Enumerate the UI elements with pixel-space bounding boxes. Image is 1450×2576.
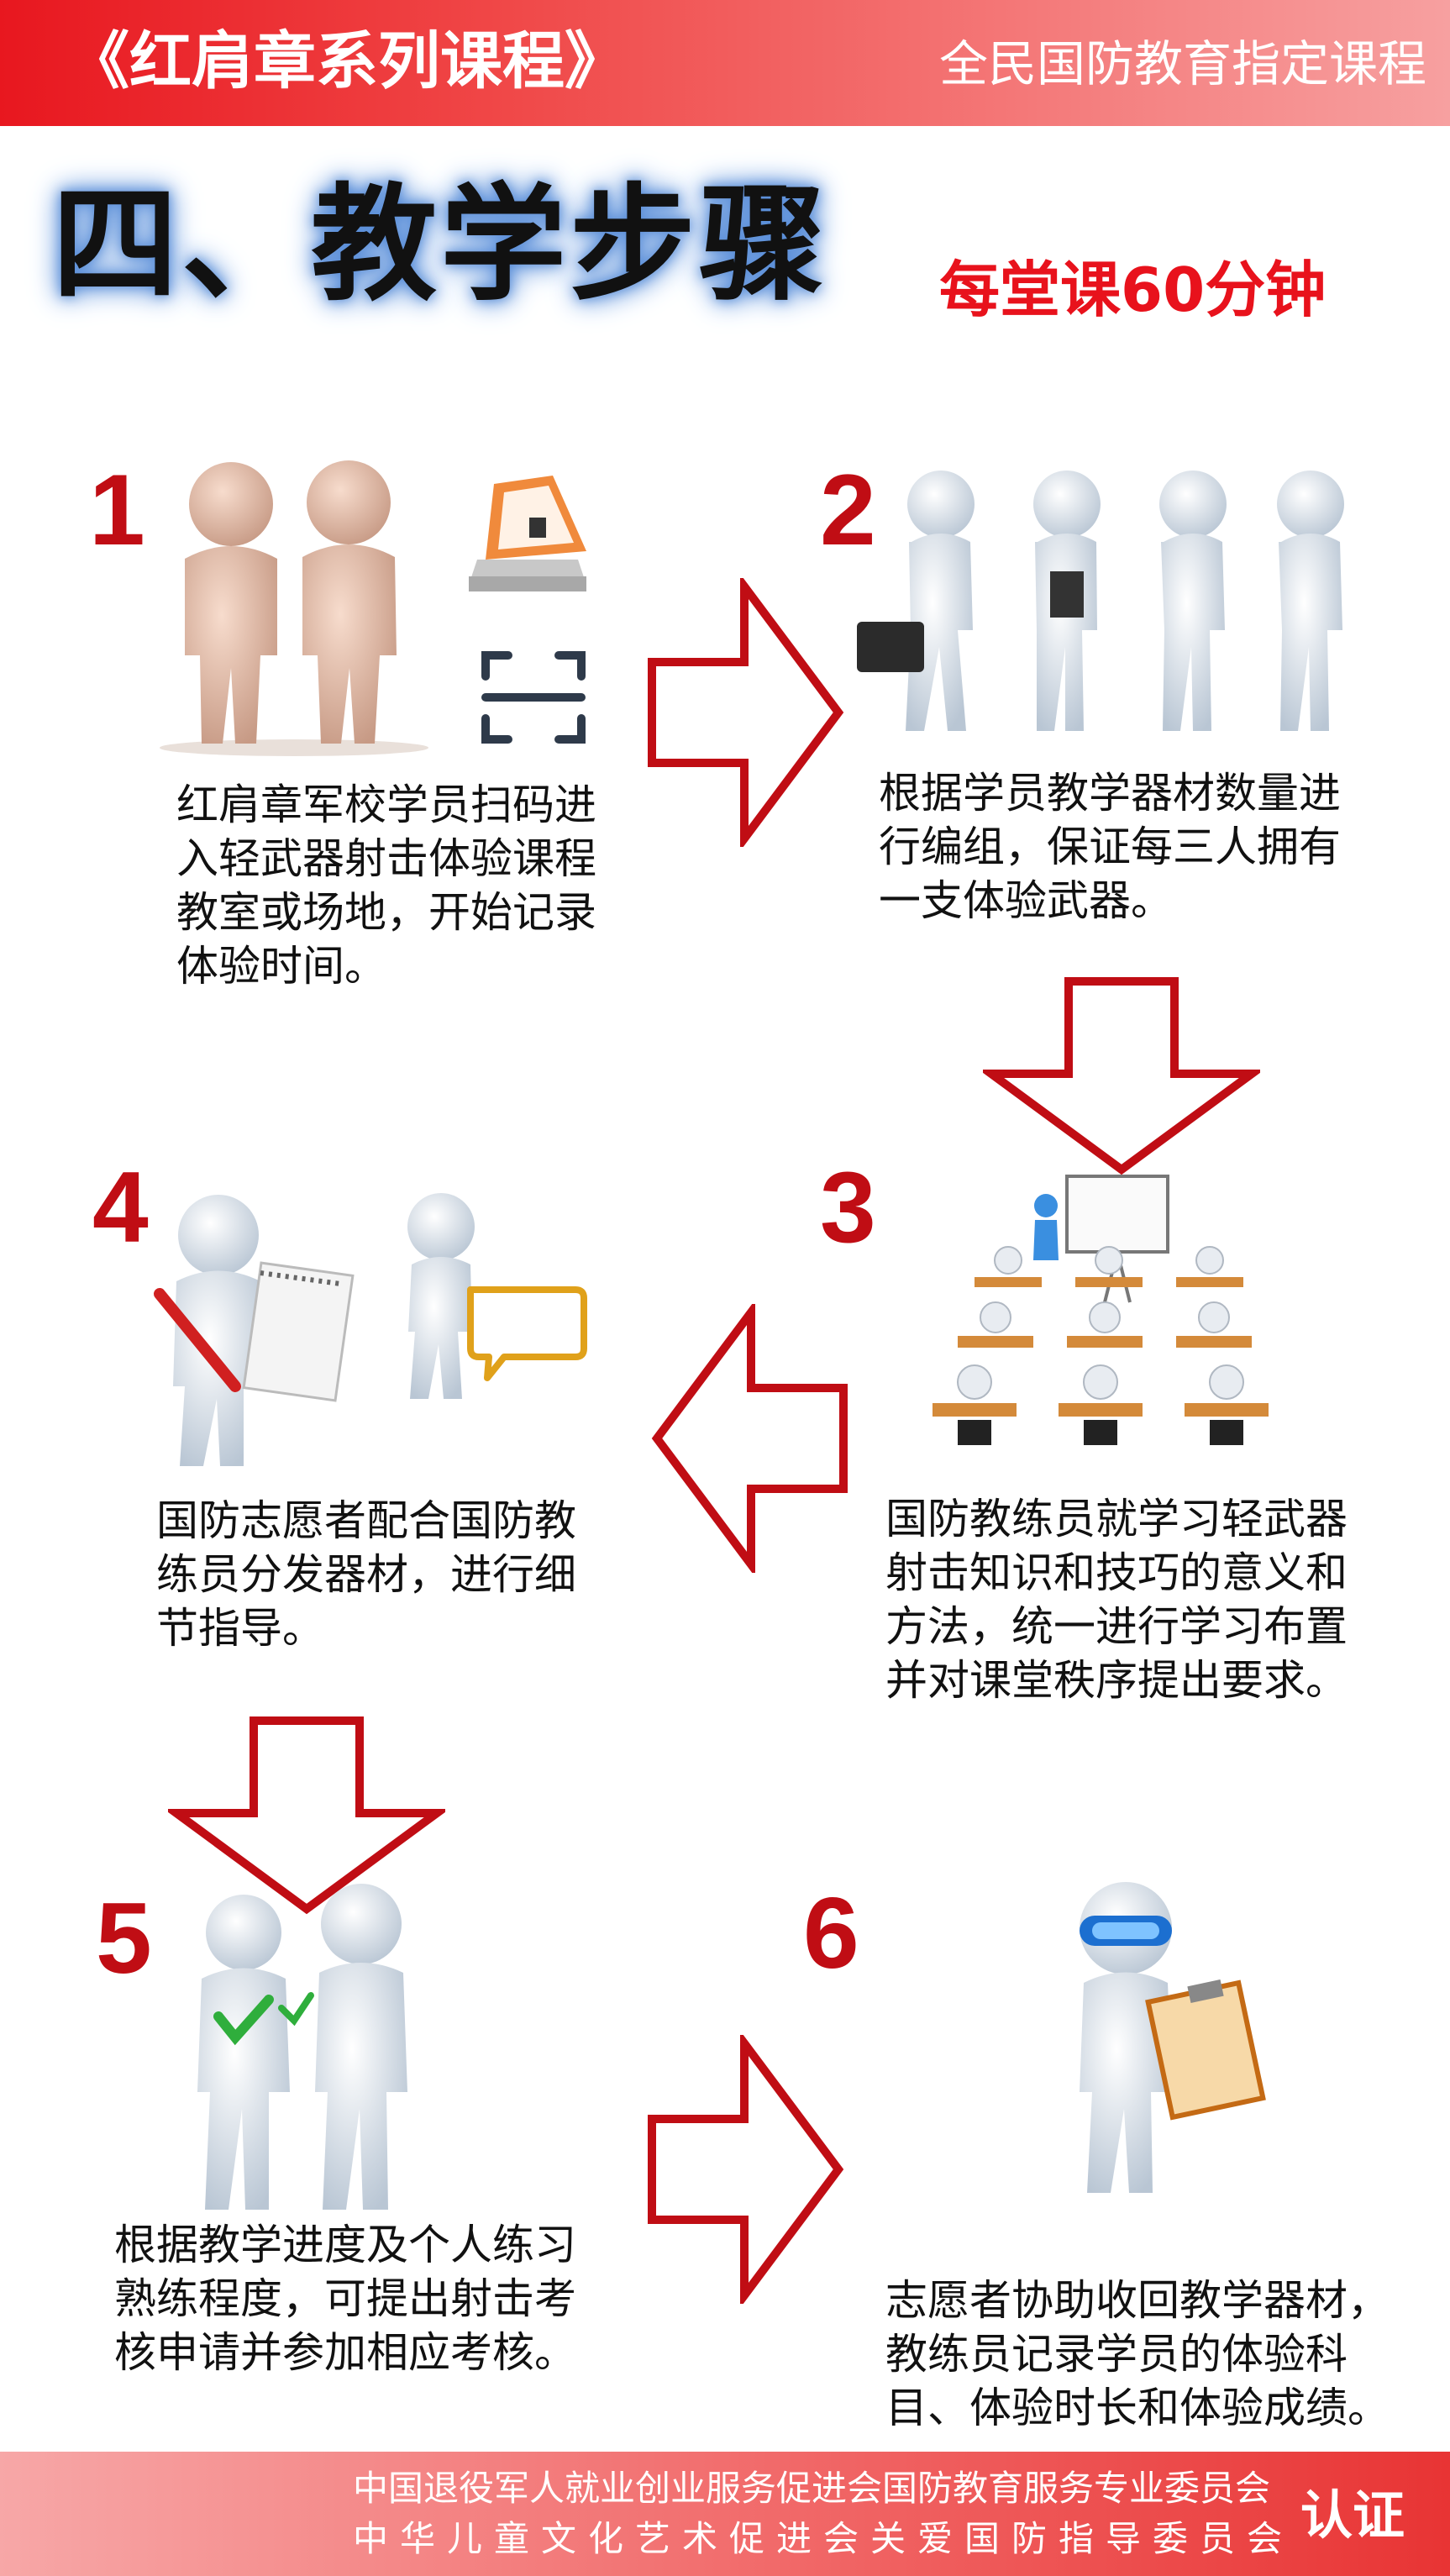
step-3-text: 国防教练员就学习轻武器 射击知识和技巧的意义和 方法，统一进行学习布置 并对课堂… bbox=[885, 1495, 1348, 1705]
step-1-figures-illustration bbox=[160, 460, 428, 756]
briefcase-icon bbox=[857, 622, 924, 672]
checkmark-icon bbox=[213, 1995, 274, 2046]
step-4-text: 国防志愿者配合国防教 练员分发器材，进行细 节指导。 bbox=[156, 1496, 576, 1653]
step-1-number: 1 bbox=[89, 454, 145, 566]
step-3-number: 3 bbox=[820, 1151, 876, 1264]
step-6-number: 6 bbox=[803, 1877, 859, 1990]
arrow-down-2 bbox=[168, 1716, 445, 1915]
step-2-team-illustration bbox=[857, 471, 1344, 731]
arrow-left-1 bbox=[651, 1304, 848, 1573]
footer-banner: 中国退役军人就业创业服务促进会国防教育服务专业委员会 中华儿童文化艺术促进会关爱… bbox=[0, 2452, 1450, 2576]
step-2-number: 2 bbox=[820, 454, 876, 566]
arrow-down-1 bbox=[983, 977, 1260, 1175]
section-title: 四、教学步骤 bbox=[52, 172, 829, 318]
whiteboard-icon bbox=[1065, 1175, 1169, 1303]
notepad-icon bbox=[242, 1261, 355, 1402]
step-5-text: 根据教学进度及个人练习 熟练程度，可提出射击考 核申请并参加相应考核。 bbox=[114, 2221, 576, 2377]
course-series-title: 《红肩章系列课程》 bbox=[67, 25, 627, 97]
step-6-text: 志愿者协助收回教学器材， 教练员记录学员的体验科 目、体验时长和体验成绩。 bbox=[885, 2276, 1390, 2432]
speech-bubble-icon bbox=[467, 1286, 587, 1381]
scanner-icon bbox=[469, 476, 586, 591]
step-5-number: 5 bbox=[96, 1882, 152, 1995]
step-1-text: 红肩章军校学员扫码进 入轻武器射击体验课程 教室或场地，开始记录 体验时间。 bbox=[176, 781, 596, 991]
step-2-text: 根据学员教学器材数量进 行编组，保证每三人拥有 一支体验武器。 bbox=[879, 769, 1341, 925]
certification-label: 认证 bbox=[1300, 2484, 1405, 2546]
step-5-check-illustration bbox=[197, 1884, 407, 2210]
header-subtitle: 全民国防教育指定课程 bbox=[938, 35, 1426, 92]
clipboard-icon bbox=[1145, 1979, 1266, 2121]
qr-scan-icon bbox=[481, 651, 586, 744]
class-duration: 每堂课60分钟 bbox=[939, 255, 1327, 325]
step-4-volunteer-illustration bbox=[154, 1195, 355, 1466]
step-3-classroom-illustration bbox=[933, 1175, 1269, 1445]
step-6-recorder-illustration bbox=[1080, 1882, 1266, 2193]
step-4-number: 4 bbox=[92, 1151, 149, 1264]
footer-org-line-2: 中华儿童文化艺术促进会关爱国防指导委员会 bbox=[353, 2518, 1295, 2559]
arrow-right-1 bbox=[648, 578, 844, 847]
header-banner: 《红肩章系列课程》 全民国防教育指定课程 bbox=[0, 0, 1450, 126]
footer-org-line-1: 中国退役军人就业创业服务促进会国防教育服务专业委员会 bbox=[353, 2468, 1271, 2509]
step-4-speaker-illustration bbox=[407, 1193, 587, 1399]
arrow-right-2 bbox=[648, 2035, 844, 2304]
